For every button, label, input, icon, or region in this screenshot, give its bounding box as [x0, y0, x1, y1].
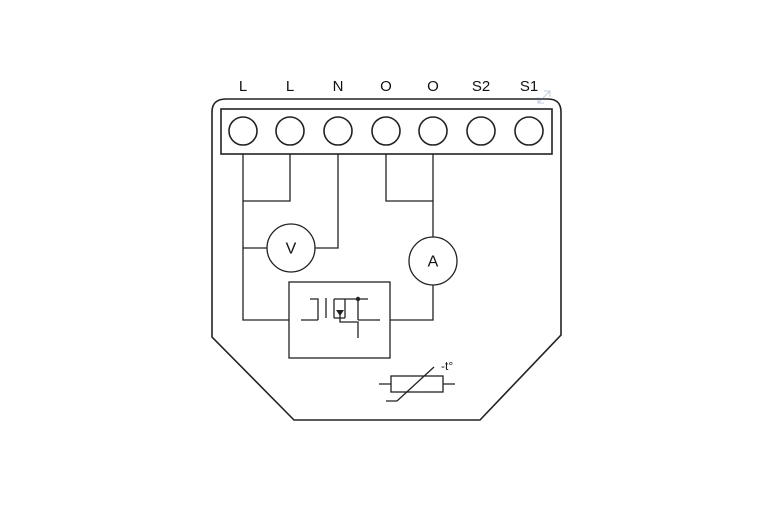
mosfet-left-leg	[310, 298, 319, 320]
terminal-label-s2: S2	[472, 78, 490, 95]
terminal-label-l1: L	[239, 78, 247, 95]
wire-l-bridge	[242, 154, 291, 202]
thermistor: -t°	[379, 359, 455, 402]
terminal-screw-s2	[466, 116, 496, 146]
voltmeter-circle	[266, 223, 316, 273]
terminal-screw-s1	[514, 116, 544, 146]
mosfet-arrow	[336, 310, 344, 316]
wire-l-main	[242, 201, 301, 321]
terminal-screws	[228, 116, 544, 146]
wire-o-bridge	[385, 154, 434, 202]
voltmeter-label: V	[286, 241, 297, 258]
terminal-screw-l2	[275, 116, 305, 146]
terminal-screw-o1	[371, 116, 401, 146]
terminal-label-o1: O	[380, 78, 392, 95]
terminal-screw-n	[323, 116, 353, 146]
terminal-labels: L L N O O S2 S1	[239, 78, 538, 95]
ammeter-circle	[408, 236, 458, 286]
terminal-label-s1: S1	[520, 78, 538, 95]
ammeter-label: A	[428, 254, 439, 271]
wire-n-to-voltmeter	[315, 154, 339, 249]
wire-ammeter-to-switch	[380, 285, 434, 321]
thermistor-slash	[386, 366, 435, 402]
ammeter: A	[408, 236, 458, 286]
voltmeter: V	[266, 223, 316, 273]
terminal-label-l2: L	[286, 78, 294, 95]
thermistor-body	[390, 375, 444, 393]
mosfet-switch	[288, 281, 391, 359]
wires	[242, 154, 434, 321]
terminal-label-o2: O	[427, 78, 439, 95]
terminal-screw-l1	[228, 116, 258, 146]
terminal-label-n: N	[333, 78, 344, 95]
resize-icon[interactable]	[537, 90, 551, 104]
thermistor-label: -t°	[441, 359, 453, 373]
terminal-screw-o2	[418, 116, 448, 146]
mosfet-gate	[339, 312, 359, 338]
mosfet-junction-dot	[355, 296, 361, 302]
device-housing	[211, 98, 562, 421]
